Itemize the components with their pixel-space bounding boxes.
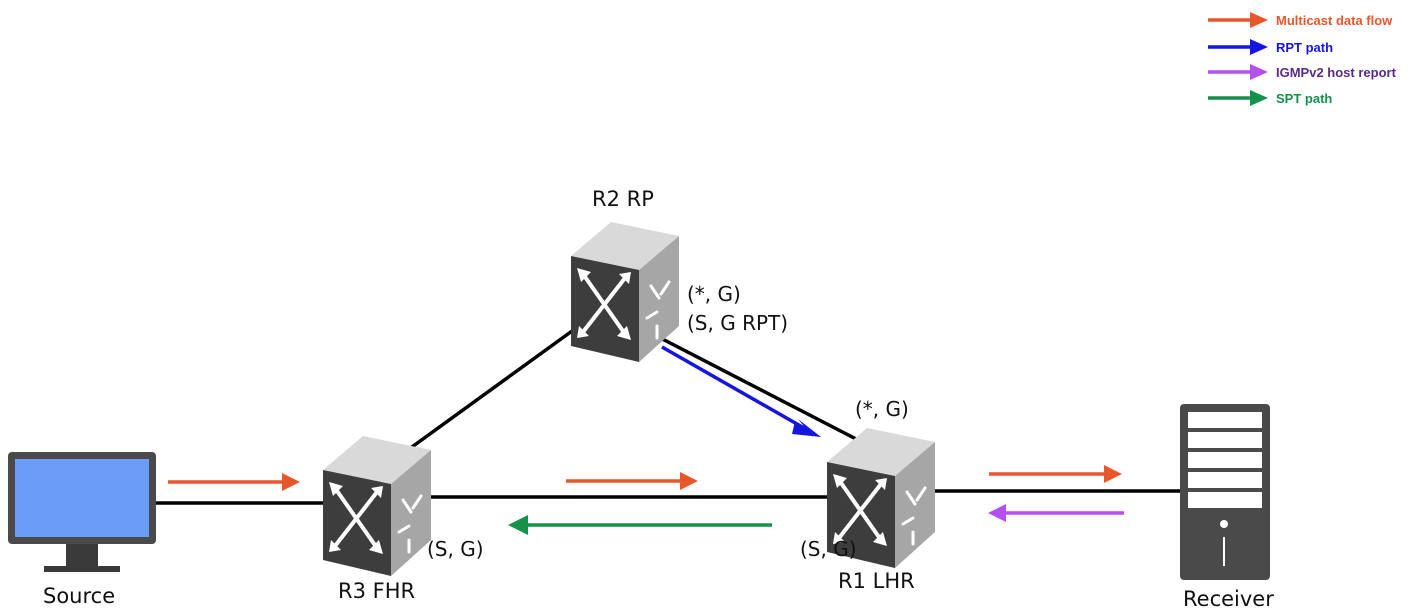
r3-state-label: (S, G) [427, 537, 484, 561]
multicast-flow-arrow-source [168, 473, 300, 491]
r2-label: R2 RP [592, 187, 654, 211]
r1-label: R1 LHR [838, 569, 915, 593]
source-monitor-icon [8, 452, 156, 572]
legend-item-igmp: IGMPv2 host report [1208, 64, 1397, 80]
multicast-flow-arrow-r3-r1 [566, 472, 698, 490]
receiver-server-icon [1180, 404, 1270, 580]
receiver-label: Receiver [1183, 587, 1274, 608]
r1-state-star-g: (*, G) [855, 397, 909, 421]
legend-label-spt: SPT path [1276, 91, 1332, 106]
legend: Multicast data flow RPT path IGMPv2 host… [1208, 12, 1397, 106]
link-r3-r2 [403, 316, 592, 454]
spt-path-arrow [508, 515, 772, 535]
legend-item-multicast: Multicast data flow [1208, 12, 1393, 28]
legend-label-rpt: RPT path [1276, 40, 1333, 55]
igmp-report-arrow [988, 504, 1124, 522]
links [155, 316, 1180, 505]
r3-router-icon [321, 434, 433, 578]
r1-state-s-g: (S, G) [800, 537, 857, 561]
r2-state-s-g-rpt: (S, G RPT) [687, 311, 788, 335]
legend-item-spt: SPT path [1208, 90, 1332, 106]
legend-label-multicast: Multicast data flow [1276, 13, 1393, 28]
rpt-path-arrow [661, 345, 821, 437]
r2-state-star-g: (*, G) [687, 282, 741, 306]
link-r2-r1 [644, 328, 859, 442]
legend-label-igmp: IGMPv2 host report [1276, 65, 1397, 80]
multicast-flow-arrow-receiver [989, 465, 1122, 483]
legend-item-rpt: RPT path [1208, 39, 1333, 55]
source-label: Source [43, 584, 115, 608]
r3-label: R3 FHR [338, 579, 415, 603]
